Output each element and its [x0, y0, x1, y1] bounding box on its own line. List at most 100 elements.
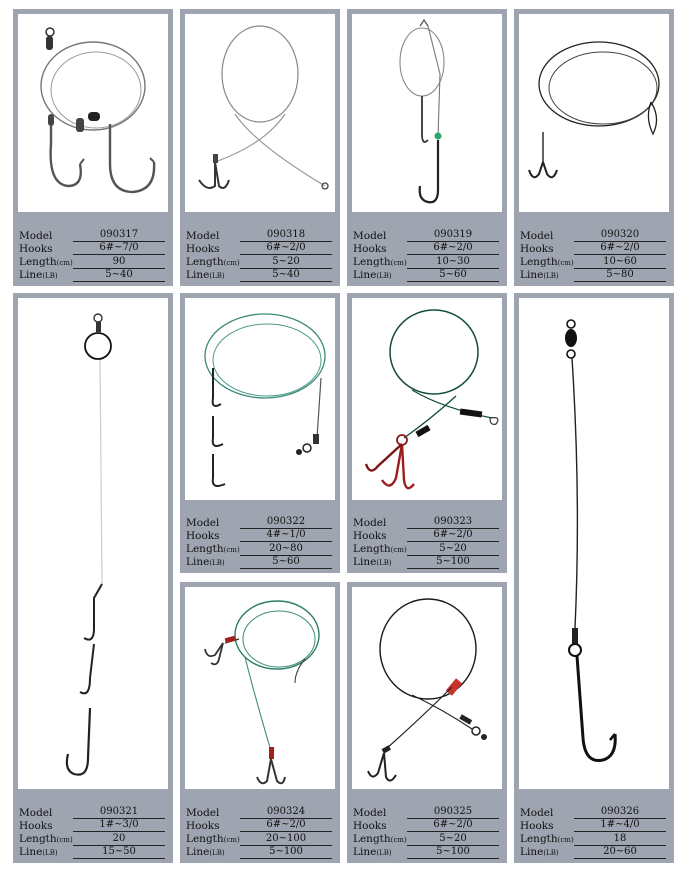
- line-unit: (LB): [376, 559, 392, 567]
- length-unit: (cm): [390, 258, 407, 267]
- line-label: Line: [186, 556, 210, 568]
- length-value: 20~80: [240, 543, 332, 556]
- length-value: 20~100: [240, 833, 332, 846]
- length-label: Length: [353, 255, 391, 268]
- model-value: 090317: [73, 229, 165, 242]
- hooks-value: 6#~7/0: [73, 242, 165, 255]
- line-label: Line: [520, 269, 544, 281]
- hooks-label: Hooks: [19, 243, 53, 255]
- product-photo: [352, 587, 502, 789]
- length-unit: (cm): [557, 835, 574, 844]
- length-label: Length: [353, 542, 391, 555]
- fishing-rig-icon: [204, 600, 320, 785]
- model-label: Model: [520, 229, 554, 242]
- length-value: 18: [574, 833, 666, 846]
- model-label: Model: [186, 229, 220, 242]
- hooks-label: Hooks: [353, 243, 387, 255]
- hooks-value: 6#~2/0: [574, 242, 666, 255]
- hooks-label: Hooks: [186, 820, 220, 832]
- model-value: 090318: [240, 229, 332, 242]
- length-label: Length: [186, 255, 224, 268]
- model-label: Model: [353, 516, 387, 529]
- hooks-label: Hooks: [186, 530, 220, 542]
- fishing-rig-icon: [528, 41, 660, 179]
- spec-table: Model 090323 Hooks 6#~2/0 Length(cm)5~20 L…: [353, 515, 501, 569]
- product-photo: [185, 298, 335, 500]
- line-label: Line: [19, 269, 43, 281]
- line-unit: (LB): [376, 272, 392, 280]
- length-unit: (cm): [390, 835, 407, 844]
- line-label: Line: [186, 269, 210, 281]
- length-label: Length: [353, 832, 391, 845]
- model-label: Model: [186, 516, 220, 529]
- model-value: 090324: [240, 806, 332, 819]
- model-value: 090321: [73, 806, 165, 819]
- line-unit: (LB): [42, 272, 58, 280]
- product-photo: [18, 298, 168, 789]
- line-unit: (LB): [42, 849, 58, 857]
- length-value: 5~20: [407, 543, 499, 556]
- line-value: 5~60: [240, 556, 332, 569]
- length-unit: (cm): [223, 545, 240, 554]
- length-value: 5~20: [407, 833, 499, 846]
- length-unit: (cm): [390, 545, 407, 554]
- model-value: 090320: [574, 229, 666, 242]
- length-label: Length: [19, 255, 57, 268]
- line-value: 5~100: [407, 846, 499, 859]
- fishing-rig-icon: [565, 319, 617, 763]
- line-label: Line: [353, 556, 377, 568]
- model-label: Model: [520, 806, 554, 819]
- length-label: Length: [186, 832, 224, 845]
- hooks-value: 6#~2/0: [407, 819, 499, 832]
- line-label: Line: [19, 846, 43, 858]
- hooks-value: 6#~2/0: [240, 242, 332, 255]
- length-label: Length: [520, 255, 558, 268]
- line-value: 5~40: [73, 269, 165, 282]
- hooks-label: Hooks: [353, 820, 387, 832]
- length-value: 5~20: [240, 256, 332, 269]
- model-value: 090323: [407, 516, 499, 529]
- length-value: 90: [73, 256, 165, 269]
- length-value: 10~60: [574, 256, 666, 269]
- line-unit: (LB): [543, 849, 559, 857]
- line-value: 5~40: [240, 269, 332, 282]
- model-label: Model: [353, 229, 387, 242]
- length-unit: (cm): [557, 258, 574, 267]
- line-value: 20~60: [574, 846, 666, 859]
- hooks-value: 6#~2/0: [407, 242, 499, 255]
- line-unit: (LB): [376, 849, 392, 857]
- product-photo: [185, 587, 335, 789]
- line-value: 15~50: [73, 846, 165, 859]
- hooks-value: 6#~2/0: [407, 529, 499, 542]
- hooks-label: Hooks: [520, 820, 554, 832]
- hooks-value: 1#~4/0: [574, 819, 666, 832]
- length-unit: (cm): [56, 835, 73, 844]
- model-value: 090326: [574, 806, 666, 819]
- model-value: 090319: [407, 229, 499, 242]
- line-unit: (LB): [209, 849, 225, 857]
- fishing-rig-icon: [364, 309, 499, 490]
- line-label: Line: [353, 269, 377, 281]
- length-label: Length: [186, 542, 224, 555]
- product-photo: [18, 14, 168, 212]
- model-label: Model: [353, 806, 387, 819]
- hooks-label: Hooks: [353, 530, 387, 542]
- hooks-label: Hooks: [520, 243, 554, 255]
- product-card-090323: Model 090323 Hooks 6#~2/0 Length(cm)5~20 L…: [347, 293, 507, 573]
- product-photo: [519, 298, 669, 789]
- fishing-rig-icon: [40, 27, 156, 194]
- hooks-value: 6#~2/0: [240, 819, 332, 832]
- model-label: Model: [186, 806, 220, 819]
